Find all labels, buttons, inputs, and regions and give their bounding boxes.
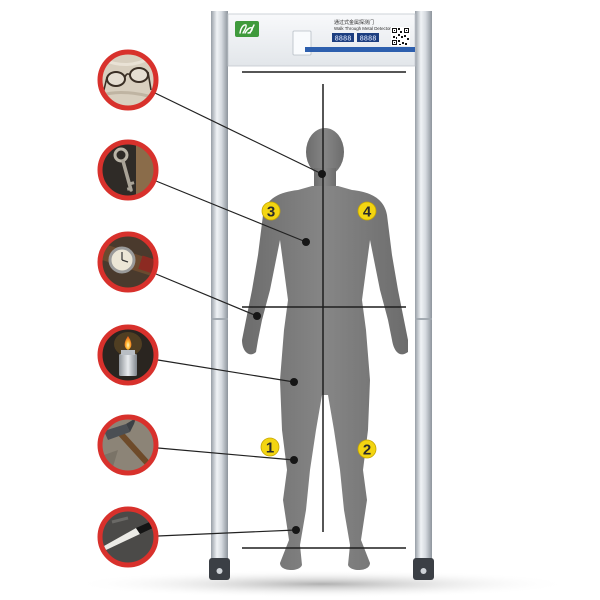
zone-badge-3: 3 xyxy=(261,201,281,221)
svg-text:4: 4 xyxy=(363,204,372,221)
svg-text:3: 3 xyxy=(267,204,275,221)
brand-logo xyxy=(235,21,259,37)
silhouette-body xyxy=(242,186,408,571)
lighter-icon xyxy=(97,324,159,386)
zone-guide-lines xyxy=(242,71,406,549)
header-panel: 通过式金属探测门 Walk Through Metal Detector 888… xyxy=(227,13,416,67)
zone-badge-4: 4 xyxy=(357,201,377,221)
hammer-icon xyxy=(97,414,159,476)
connector-lines xyxy=(154,92,323,537)
header-stripe xyxy=(305,47,415,52)
right-pillar xyxy=(413,11,434,580)
led-display-left: 8888 xyxy=(332,33,354,42)
svg-text:8888: 8888 xyxy=(335,34,352,42)
target-dots xyxy=(253,170,326,534)
led-display-right: 8888 xyxy=(357,33,379,42)
connector-knife xyxy=(157,529,297,537)
qr-code xyxy=(391,27,410,46)
target-dot-wrist xyxy=(253,312,261,320)
target-dot-neck xyxy=(318,170,326,178)
zone-badge-2: 2 xyxy=(357,439,377,459)
connector-glasses xyxy=(154,92,323,175)
target-dot-ankle xyxy=(292,526,300,534)
connector-hammer xyxy=(157,447,295,461)
glasses-icon xyxy=(97,49,159,111)
silhouette-head xyxy=(306,128,344,176)
key-icon xyxy=(97,139,159,201)
target-dot-chest xyxy=(302,238,310,246)
connector-key xyxy=(155,180,307,243)
header-title-en: Walk Through Metal Detector xyxy=(334,26,391,31)
floor-shadow xyxy=(72,570,572,598)
left-pillar xyxy=(209,11,230,580)
connector-lighter xyxy=(157,359,295,383)
connector-watch xyxy=(155,273,258,317)
target-dot-knee xyxy=(290,456,298,464)
target-dot-thigh xyxy=(290,378,298,386)
knife-icon xyxy=(97,506,159,568)
watch-icon xyxy=(97,231,159,293)
svg-text:1: 1 xyxy=(266,440,274,457)
svg-text:2: 2 xyxy=(363,442,371,459)
zone-badge-1: 1 xyxy=(260,437,280,457)
header-title-cn: 通过式金属探测门 xyxy=(334,19,374,26)
human-silhouette xyxy=(242,128,408,571)
svg-text:8888: 8888 xyxy=(360,34,377,42)
